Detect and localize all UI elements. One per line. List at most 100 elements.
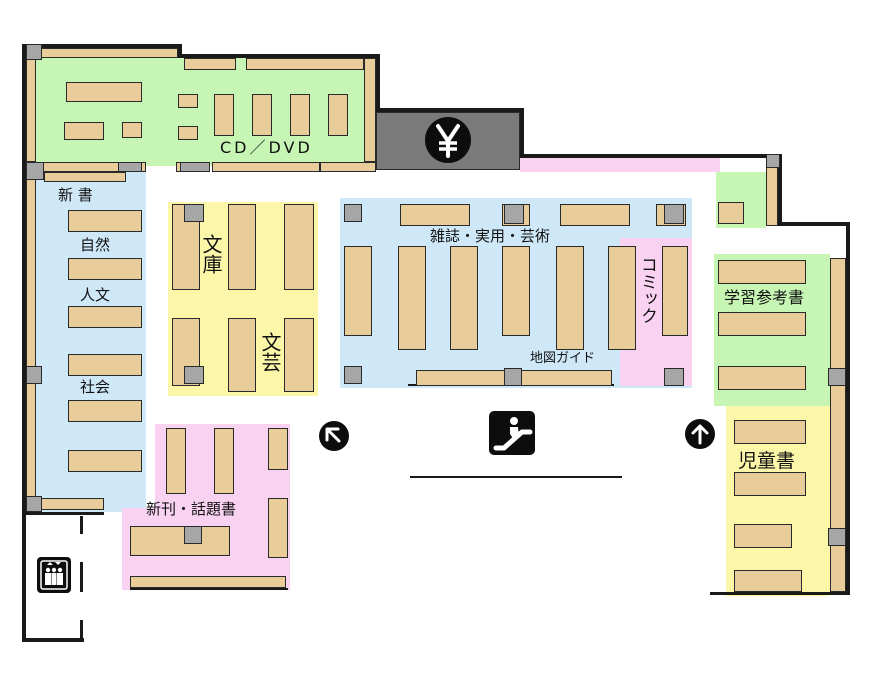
wall-right [846, 222, 850, 594]
shelf [44, 172, 126, 182]
label-bunko: 文庫 [199, 234, 223, 274]
shelf [718, 366, 806, 390]
wall-shelf-right-upper [766, 158, 778, 226]
shelf [166, 428, 186, 494]
pillar [344, 204, 362, 222]
wall-step-2 [376, 54, 380, 112]
shelf [228, 204, 256, 290]
shelf [284, 204, 314, 290]
wall-top-cash [376, 108, 524, 112]
shelf [734, 472, 806, 496]
elevator-wall-side-a [80, 516, 83, 534]
label-shinkan: 新刊・話題書 [146, 500, 237, 518]
pillar [344, 366, 362, 384]
wall-shelf-top [26, 48, 178, 58]
shelf [66, 82, 142, 102]
label-shizen: 自然 [80, 236, 111, 254]
shelf [608, 246, 636, 350]
shelf [68, 210, 142, 232]
shelf [718, 312, 806, 336]
shelf [68, 450, 142, 472]
elevator-wall-side-b [80, 562, 83, 592]
shelf [502, 246, 530, 336]
arrow-up-left-icon [318, 420, 350, 452]
pillar [184, 526, 202, 544]
wall-step-3 [520, 108, 524, 158]
pillar [504, 204, 524, 224]
shelf [178, 126, 198, 140]
label-cd-dvd: CD／DVD [220, 138, 313, 157]
shelf [130, 526, 230, 556]
shelf [228, 318, 256, 392]
pillar [828, 528, 846, 546]
label-jinbun: 人文 [80, 286, 111, 304]
shelf [68, 306, 142, 328]
pillar [184, 366, 204, 384]
elevator-wall-top [22, 512, 104, 515]
shelf [214, 94, 234, 136]
new-books-bottom-rail [130, 588, 288, 590]
label-shakai: 社会 [80, 378, 111, 396]
shelf [556, 246, 584, 350]
wall-shelf-left [26, 172, 36, 506]
wall-shelf-right [830, 258, 846, 592]
shelf [290, 94, 310, 136]
label-comic: コミック [637, 256, 657, 324]
wall-step-1 [178, 44, 182, 56]
wall-top-mid [178, 54, 378, 58]
shelf [130, 576, 286, 588]
shelf [734, 524, 792, 548]
label-chizu: 地図ガイド [530, 351, 596, 366]
escalator-icon [488, 410, 536, 456]
shelf [268, 498, 288, 558]
shelf [328, 94, 348, 136]
shelf [320, 162, 376, 172]
shelf [64, 122, 104, 140]
shelf [718, 260, 806, 284]
pillar [118, 162, 142, 172]
elevator-wall-side-c [80, 620, 83, 640]
shelf [284, 318, 314, 392]
yen-icon [424, 116, 472, 164]
shelf [68, 354, 142, 376]
pillar [26, 162, 44, 180]
shelf [184, 58, 236, 70]
wall-left [22, 44, 26, 642]
label-gakushu: 学習参考書 [724, 288, 805, 307]
shelf [398, 246, 426, 350]
shelf [122, 122, 142, 138]
label-shinsho: 新 書 [58, 186, 93, 204]
escalator-rail [410, 476, 622, 478]
wall-step-4 [778, 154, 782, 226]
wall-top-left [22, 44, 182, 48]
label-zasshi: 雑誌・実用・芸術 [430, 227, 551, 245]
pillar [766, 154, 780, 168]
pillar [26, 366, 42, 384]
shelf [450, 246, 478, 350]
shelf [68, 258, 142, 280]
elevator-icon [36, 556, 72, 594]
shelf [734, 420, 806, 444]
shelf [560, 204, 630, 226]
shelf [246, 58, 364, 70]
shelf [36, 498, 104, 510]
shelf [662, 246, 688, 336]
shelf [734, 570, 802, 592]
pillar [26, 44, 42, 60]
label-bungei: 文芸 [258, 332, 282, 372]
shelf [268, 428, 288, 470]
shelf [400, 204, 470, 226]
shelf [212, 162, 320, 172]
pink-corridor [520, 156, 720, 172]
wall-top-right [520, 154, 782, 158]
cd-dvd-zone [36, 58, 376, 166]
pillar [664, 204, 684, 224]
wall-bottom-left [22, 638, 84, 642]
pillar [184, 204, 204, 222]
shelf [214, 428, 234, 494]
label-jido: 児童書 [738, 450, 796, 472]
pillar [180, 162, 210, 172]
shelf [718, 202, 744, 224]
arrow-up-icon [684, 418, 716, 450]
